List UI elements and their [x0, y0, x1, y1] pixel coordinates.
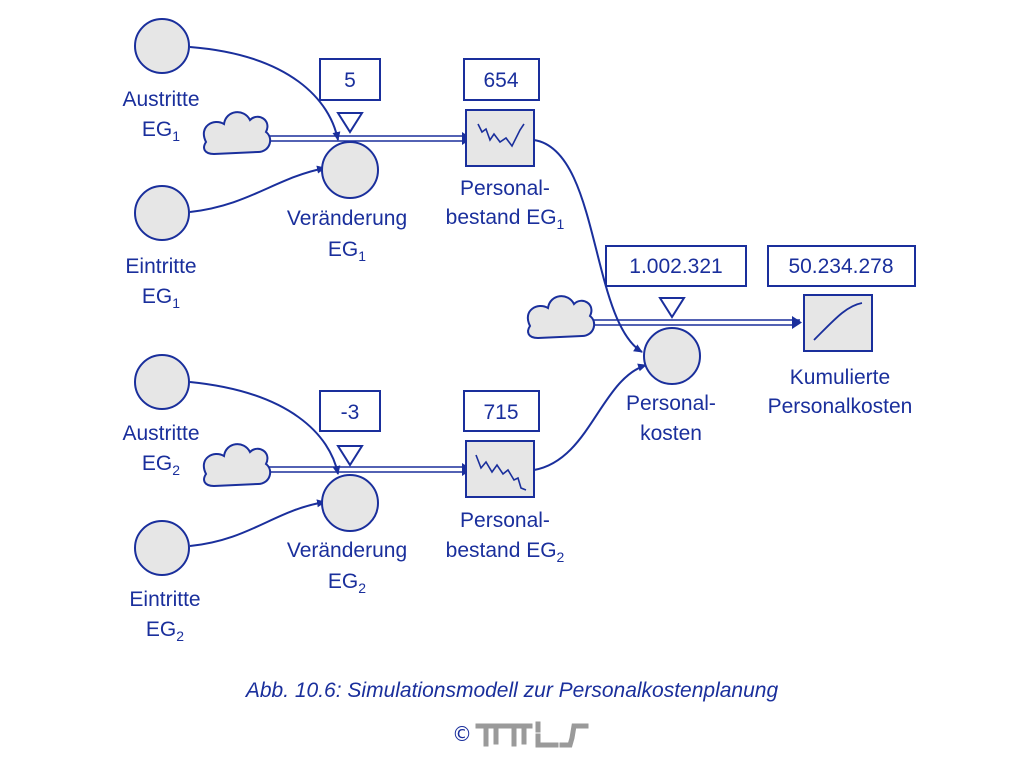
value-bestand-eg2: 715	[483, 401, 518, 424]
value-box-bestand-eg1	[463, 58, 540, 101]
personalbestand-eg1-stock[interactable]	[465, 109, 535, 167]
value-box-personalkosten	[605, 245, 747, 287]
label-eintritte-eg1: Eintritte	[125, 255, 196, 278]
value-veraenderung-eg1: 5	[344, 69, 356, 92]
mi-logo-icon	[475, 721, 589, 748]
label-personal-eg2: Personal-	[460, 509, 550, 532]
label-austritte-eg1: Austritte	[122, 88, 199, 111]
label-veraenderung-eg1-group: EG1	[328, 238, 366, 264]
value-box-kumuliert	[767, 245, 916, 287]
label-bestand-eg2: bestand EG2	[446, 539, 565, 565]
source-cloud-icon	[527, 295, 596, 340]
value-pointer-triangle-icon	[658, 297, 686, 319]
eintritte-eg2-node[interactable]	[134, 520, 190, 576]
label-personal-pk: Personal-	[626, 392, 716, 415]
copyright-symbol: ©	[452, 722, 472, 746]
veraenderung-eg2-node[interactable]	[321, 474, 379, 532]
value-kumuliert: 50.234.278	[788, 255, 893, 278]
value-veraenderung-eg2: -3	[341, 401, 360, 424]
label-eintritte-eg2: Eintritte	[129, 588, 200, 611]
source-cloud-icon	[203, 443, 272, 488]
value-box-veraenderung-eg2	[319, 390, 381, 432]
label-austritte-eg1-group: EG1	[142, 118, 180, 144]
label-kumulierte: Kumulierte	[790, 366, 890, 389]
kumulierte-personalkosten-stock[interactable]	[803, 294, 873, 352]
label-kosten-pk: kosten	[640, 422, 702, 445]
label-eintritte-eg2-group: EG2	[146, 618, 184, 644]
value-pointer-triangle-icon	[336, 445, 364, 467]
value-pointer-triangle-icon	[336, 112, 364, 134]
label-kumulierte-personalkosten: Personalkosten	[768, 395, 913, 418]
value-bestand-eg1: 654	[483, 69, 518, 92]
label-eintritte-eg1-group: EG1	[142, 285, 180, 311]
label-austritte-eg2-group: EG2	[142, 452, 180, 478]
label-austritte-eg2: Austritte	[122, 422, 199, 445]
label-personal-eg1: Personal-	[460, 177, 550, 200]
label-veraenderung-eg1: Veränderung	[287, 207, 407, 230]
source-cloud-icon	[203, 111, 272, 156]
link-bestand1-personalkosten	[533, 139, 643, 353]
stock-graph-icon	[813, 302, 863, 341]
austritte-eg1-node[interactable]	[134, 18, 190, 74]
personalkosten-node[interactable]	[643, 327, 701, 385]
stock-graph-icon	[477, 123, 525, 148]
link-bestand2-personalkosten	[533, 363, 647, 471]
link-eintritte-eg2	[189, 499, 326, 547]
veraenderung-eg1-node[interactable]	[321, 141, 379, 199]
link-austritte-eg1	[189, 46, 341, 141]
figure-caption: Abb. 10.6: Simulationsmodell zur Persona…	[244, 679, 779, 702]
austritte-eg2-node[interactable]	[134, 354, 190, 410]
value-box-veraenderung-eg1	[319, 58, 381, 101]
personalbestand-eg2-stock[interactable]	[465, 440, 535, 498]
label-bestand-eg1: bestand EG1	[446, 206, 565, 232]
label-veraenderung-eg2: Veränderung	[287, 539, 407, 562]
link-eintritte-eg1	[189, 165, 326, 213]
value-box-bestand-eg2	[463, 390, 540, 432]
stock-graph-icon	[475, 454, 527, 491]
value-personalkosten: 1.002.321	[629, 255, 722, 278]
link-austritte-eg2	[189, 381, 341, 475]
eintritte-eg1-node[interactable]	[134, 185, 190, 241]
label-veraenderung-eg2-group: EG2	[328, 570, 366, 596]
